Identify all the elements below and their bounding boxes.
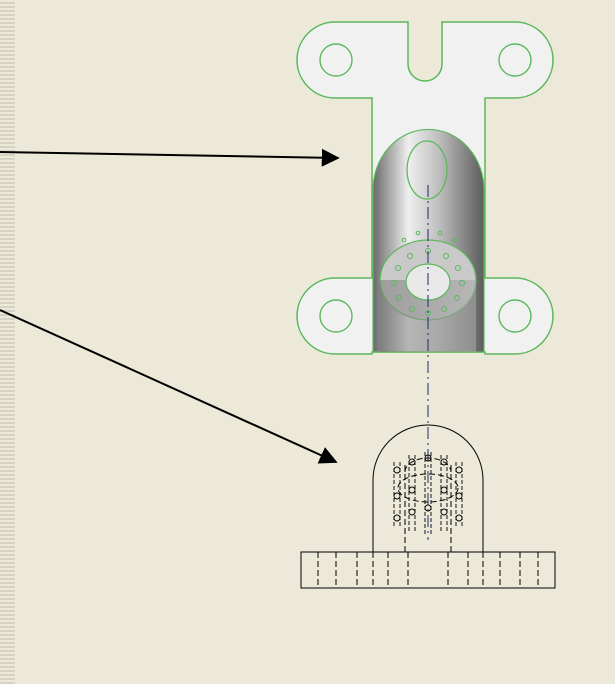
- boss-upright: [372, 424, 484, 552]
- bracket-front-view: [300, 424, 556, 589]
- base-plate-hidden-lines: [317, 552, 539, 588]
- bore-hidden-lines: [397, 457, 459, 552]
- base-plate: [300, 551, 556, 589]
- bracket-top-view: [296, 21, 554, 355]
- left-stripe: [0, 0, 15, 684]
- mount-hole-top-left: [319, 43, 353, 77]
- boss-top-slot: [406, 140, 448, 200]
- bolt-circle: [391, 230, 465, 316]
- mount-hole-bottom-right: [498, 299, 532, 333]
- bolt-shanks: [393, 452, 463, 536]
- mount-hole-top-right: [498, 43, 532, 77]
- mount-hole-bottom-left: [319, 299, 353, 333]
- callout-arrow-top: [0, 148, 340, 167]
- callout-arrow-front: [0, 309, 338, 464]
